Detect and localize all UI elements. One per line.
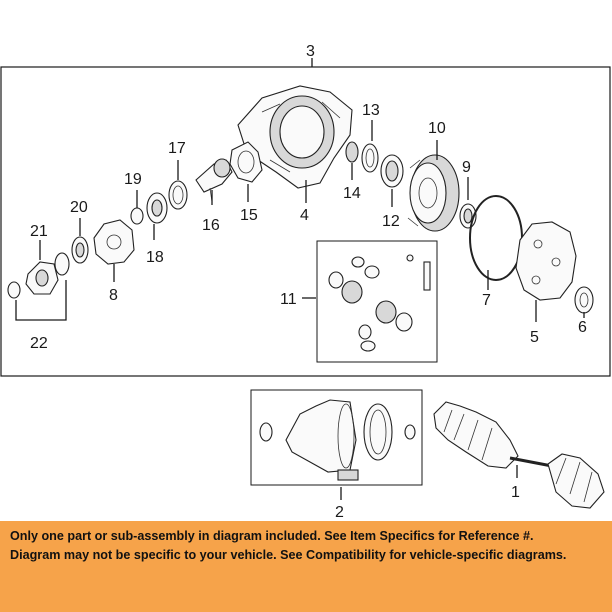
disclaimer-banner: Only one part or sub-assembly in diagram… — [0, 521, 612, 612]
washer-19 — [130, 207, 144, 225]
callout-5: 5 — [530, 329, 539, 346]
callout-17: 17 — [168, 140, 186, 157]
differential-housing — [237, 85, 353, 189]
callout-2: 2 — [335, 504, 344, 520]
callout-11: 11 — [280, 291, 297, 308]
bearing-14 — [345, 141, 359, 163]
ring-gear-carrier-10 — [407, 154, 460, 232]
exploded-parts-diagram: 3 4 13 14 12 10 9 7 — [0, 43, 611, 520]
callout-10: 10 — [428, 120, 446, 137]
callout-18: 18 — [146, 249, 164, 266]
pinion-gear-16 — [195, 158, 233, 203]
disclaimer-line-2: Diagram may not be specific to your vehi… — [10, 548, 567, 562]
callout-14: 14 — [343, 185, 361, 202]
boot-kit-2-frame — [250, 389, 423, 486]
gasket-7 — [469, 195, 523, 281]
bearing-12 — [380, 154, 404, 188]
seal-22b — [54, 252, 70, 276]
callout-20: 20 — [70, 199, 88, 216]
gasket-15 — [229, 141, 263, 183]
callout-21: 21 — [30, 223, 48, 240]
bearing-18 — [146, 192, 168, 224]
nut-22a — [7, 281, 21, 299]
seal-13 — [361, 143, 379, 173]
spacer-17 — [168, 180, 188, 210]
callout-4: 4 — [300, 207, 309, 224]
gear-kit-11-parts — [328, 254, 431, 352]
callout-6: 6 — [578, 319, 587, 336]
companion-flange-21 — [25, 261, 59, 295]
gear-kit-11-frame — [316, 240, 438, 363]
callout-3: 3 — [306, 43, 315, 60]
callout-1: 1 — [511, 484, 520, 501]
callout-12: 12 — [382, 213, 400, 230]
bearing-20 — [71, 236, 89, 264]
axle-shaft-1 — [433, 401, 605, 509]
callout-8: 8 — [109, 287, 118, 304]
bracket-8 — [93, 219, 135, 265]
callout-19: 19 — [124, 171, 142, 188]
rear-cover-5 — [515, 221, 577, 301]
callout-16: 16 — [202, 217, 220, 234]
callout-15: 15 — [240, 207, 258, 224]
callout-13: 13 — [362, 102, 380, 119]
seal-6 — [574, 286, 594, 314]
callout-22: 22 — [30, 335, 48, 352]
differential-assembly-frame — [0, 66, 611, 377]
callout-7: 7 — [482, 292, 491, 309]
callout-9: 9 — [462, 159, 471, 176]
disclaimer-line-1: Only one part or sub-assembly in diagram… — [10, 529, 534, 543]
boot-kit-2-parts — [259, 399, 416, 481]
